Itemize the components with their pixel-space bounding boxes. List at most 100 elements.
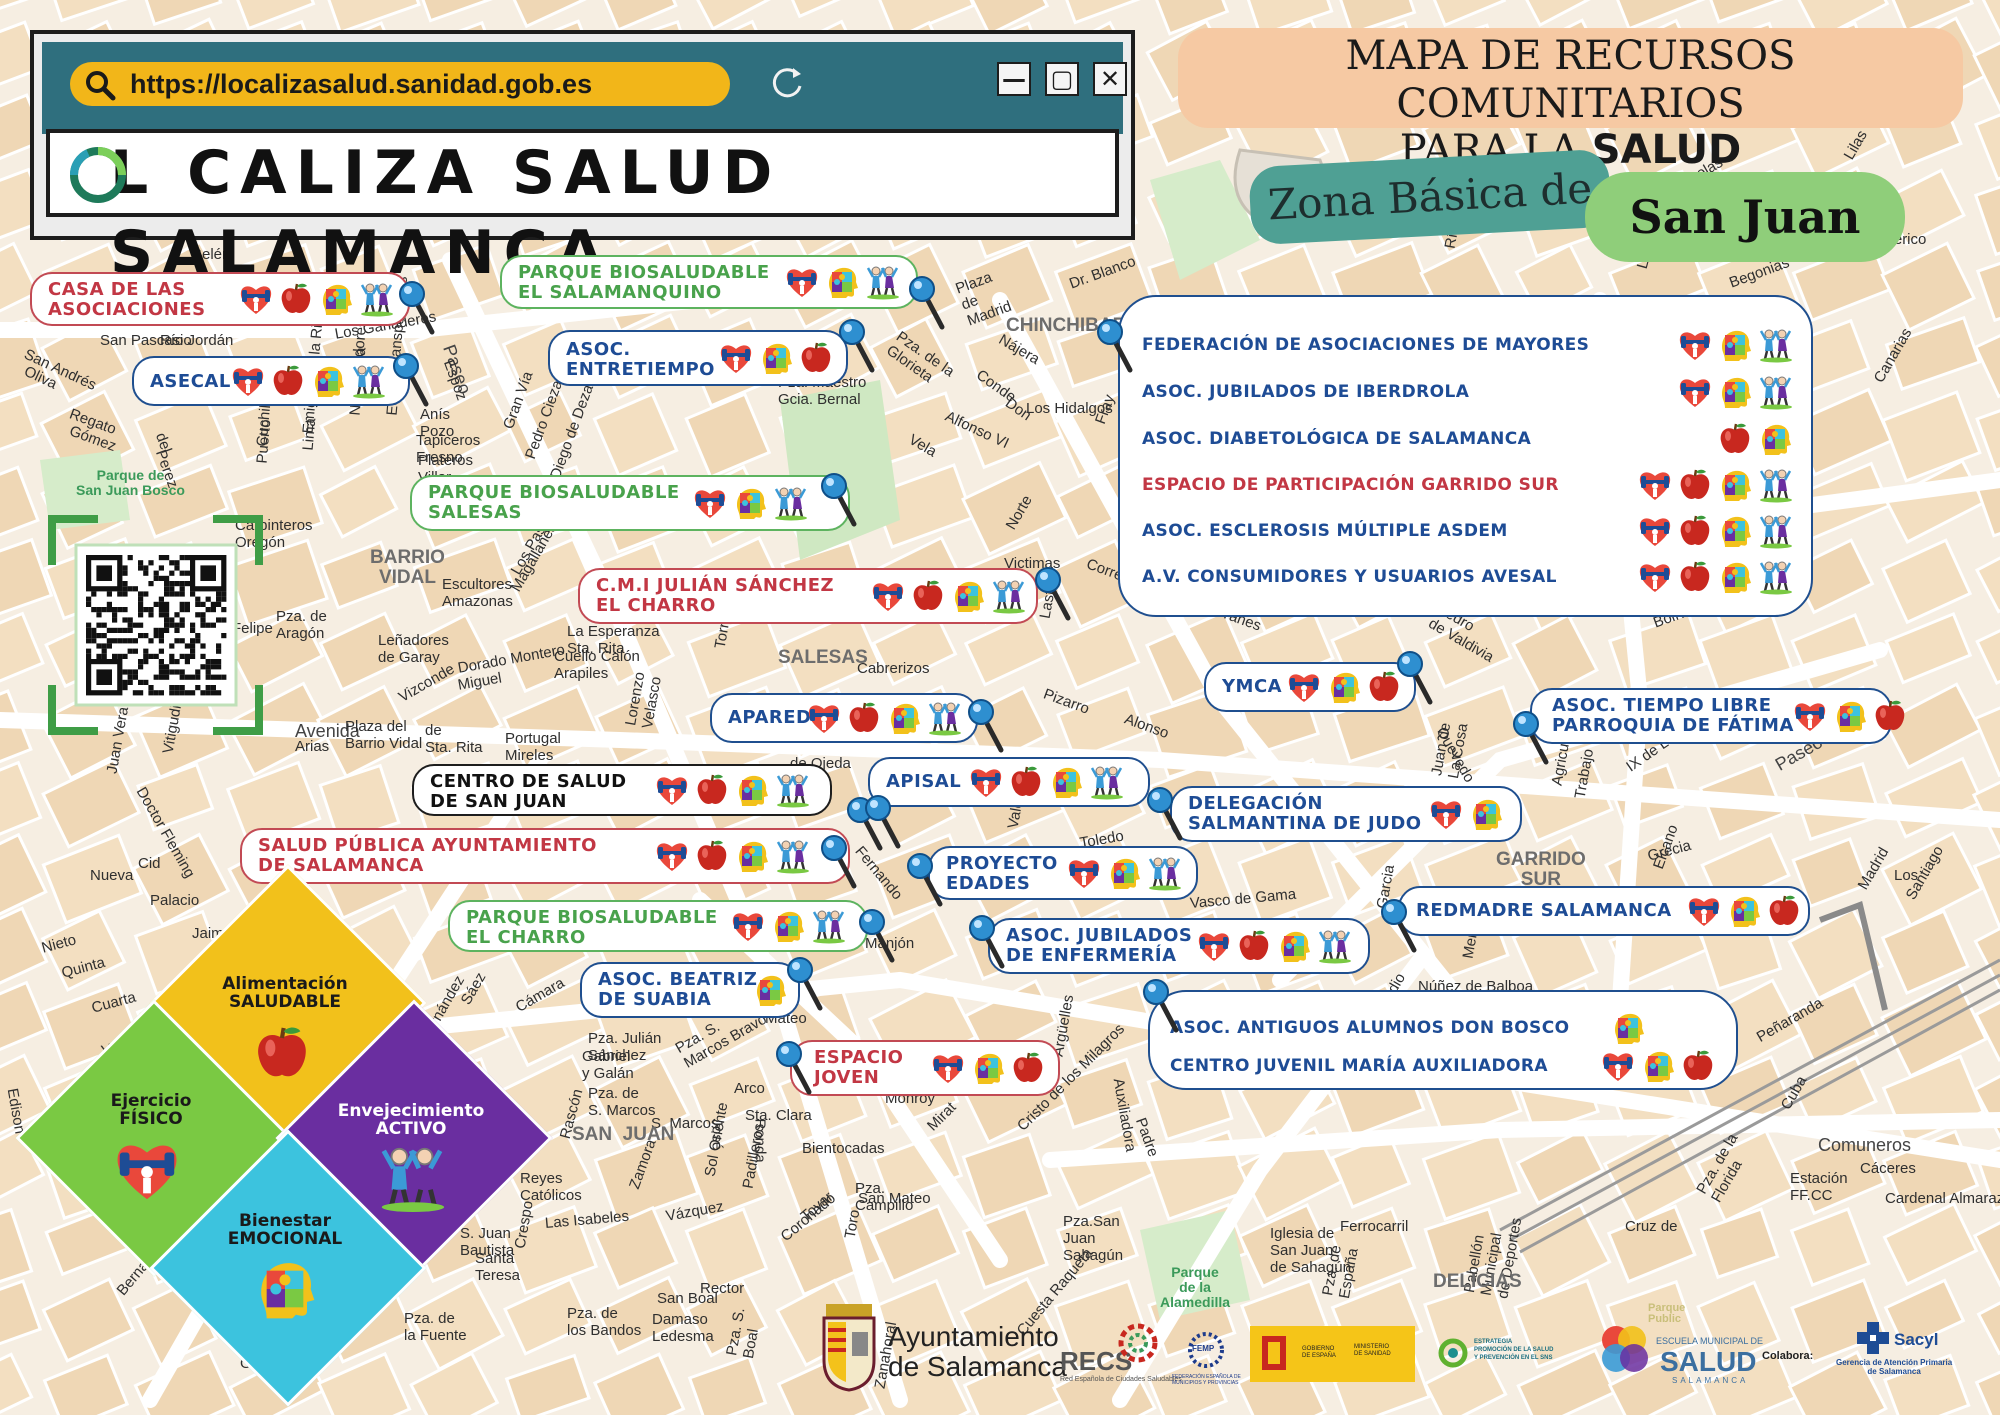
federation-entry[interactable]: FEDERACIÓN DE ASOCIACIONES DE MAYORES — [1142, 335, 1590, 355]
resource-tiempo-libre-fatima[interactable]: ASOC. TIEMPO LIBRE PARROQUIA DE FÁTIMA — [1530, 688, 1905, 744]
emotional-icon — [734, 772, 770, 808]
resource-proyecto-edades[interactable]: PROYECTO EDADES — [928, 846, 1198, 900]
street-label: de Garay — [378, 649, 440, 666]
food-icon — [1717, 421, 1753, 457]
map-pin-icon[interactable] — [1146, 786, 1192, 846]
district-label: BARRIO VIDAL — [370, 547, 445, 588]
exercise-icon — [692, 485, 728, 521]
legend-food-icon — [252, 1023, 312, 1087]
federation-entry[interactable]: A.V. CONSUMIDORES Y USUARIOS AVESAL — [1142, 567, 1557, 587]
map-pin-icon[interactable] — [864, 794, 910, 854]
resource-cmi-julian-sanchez[interactable]: C.M.I JULIÁN SÁNCHEZ EL CHARRO — [578, 568, 1038, 624]
map-pin-icon[interactable] — [398, 280, 444, 340]
map-pin-icon[interactable] — [1034, 566, 1080, 626]
district-label: DELICIAS — [1433, 1271, 1522, 1292]
federation-entry-icons — [1677, 327, 1793, 363]
sacyl-logo-icon — [1855, 1320, 1891, 1356]
federation-entry[interactable]: ASOC. DIABETOLÓGICA DE SALAMANCA — [1142, 429, 1532, 449]
exercise-icon — [1600, 1048, 1636, 1084]
map-pin-icon[interactable] — [1096, 318, 1142, 378]
map-pin-icon[interactable] — [908, 275, 954, 335]
address-bar[interactable]: https://localizasalud.sanidad.gob.es — [70, 62, 730, 106]
don-bosco-entry[interactable]: ASOC. ANTIGUOS ALUMNOS DON BOSCO — [1170, 1018, 1570, 1038]
resource-name: PARQUE BIOSALUDABLE EL CHARRO — [466, 907, 718, 948]
map-pin-icon[interactable] — [775, 1040, 821, 1100]
minimize-button[interactable]: — — [997, 62, 1031, 96]
resource-casa-asociaciones[interactable]: CASA DE LAS ASOCIACIONES — [30, 272, 410, 326]
emotional-icon — [770, 908, 806, 944]
resource-ymca[interactable]: YMCA — [1204, 662, 1416, 712]
resource-centro-salud-san-juan[interactable]: CENTRO DE SALUD DE SAN JUAN — [412, 764, 832, 816]
resource-name: PROYECTO EDADES — [946, 853, 1058, 894]
map-pin-icon[interactable] — [1512, 710, 1558, 770]
map-pin-icon[interactable] — [1142, 978, 1188, 1038]
district-label: SAN JUAN — [572, 1124, 675, 1145]
aging-icon — [1757, 327, 1793, 363]
resource-parque-salesas[interactable]: PARQUE BIOSALUDABLE SALESAS — [410, 475, 850, 531]
food-icon — [1010, 1050, 1046, 1086]
federation-entry[interactable]: ASOC. JUBILADOS DE IBERDROLA — [1142, 382, 1470, 402]
resource-jubilados-enfermeria[interactable]: ASOC. JUBILADOS DE ENFERMERÍA — [988, 918, 1370, 974]
federation-entry-icons — [1637, 559, 1793, 595]
swirl-logo-icon — [68, 145, 128, 205]
map-pin-icon[interactable] — [820, 472, 866, 532]
resource-espacio-joven[interactable]: ESPACIO JOVEN — [790, 1040, 1060, 1096]
exercise-icon — [930, 1050, 966, 1086]
resource-parque-charro[interactable]: PARQUE BIOSALUDABLE EL CHARRO — [448, 900, 868, 952]
food-icon — [270, 363, 306, 399]
park-label: Parque de la Alamedilla — [1160, 1264, 1231, 1310]
resource-name: PARQUE BIOSALUDABLE SALESAS — [428, 482, 680, 523]
district-label: SALESAS — [778, 647, 868, 668]
street-label: Río Jordán — [160, 332, 234, 349]
resource-apared[interactable]: APARED — [710, 693, 978, 743]
resource-apisal[interactable]: APISAL — [868, 757, 1150, 807]
aging-icon — [1757, 374, 1793, 410]
don-bosco-entry[interactable]: CENTRO JUVENIL MARÍA AUXILIADORA — [1170, 1056, 1548, 1076]
resource-judo[interactable]: DELEGACIÓN SALMANTINA DE JUDO — [1170, 786, 1522, 842]
map-pin-icon[interactable] — [968, 914, 1014, 974]
close-button[interactable]: ✕ — [1093, 62, 1127, 96]
street-label: Pozo — [420, 423, 455, 440]
maximize-button[interactable]: ▢ — [1045, 62, 1079, 96]
exercise-icon — [968, 764, 1004, 800]
food-icon — [1680, 1048, 1716, 1084]
map-pin-icon[interactable] — [1380, 898, 1426, 958]
sacyl-subtitle: Gerencia de Atención Primaria de Salaman… — [1836, 1358, 1953, 1376]
resource-beatriz-suabia[interactable]: ASOC. BEATRIZ DE SUABIA — [580, 962, 800, 1018]
exercise-icon — [1677, 374, 1713, 410]
street-label: S. Juan Bautista — [460, 1225, 515, 1259]
ayuntamiento-logo-text: Ayuntamiento de Salamanca — [888, 1321, 1068, 1382]
escuela-salud-logo-icon — [1598, 1320, 1652, 1376]
legend-food-label: Alimentación SALUDABLE — [222, 974, 348, 1012]
salamanca-coat-of-arms-icon — [820, 1300, 878, 1392]
resource-name: ESPACIO JOVEN — [814, 1047, 904, 1088]
reload-icon[interactable] — [767, 62, 807, 102]
map-pin-icon[interactable] — [786, 956, 832, 1016]
street-label: Bientocadas — [802, 1140, 885, 1157]
federation-entry[interactable]: ASOC. ESCLEROSIS MÚLTIPLE ASDEM — [1142, 521, 1508, 541]
resource-salud-publica[interactable]: SALUD PÚBLICA AYUNTAMIENTO DE SALAMANCA — [240, 828, 850, 884]
resource-redmadre[interactable]: REDMADRE SALAMANCA — [1398, 886, 1810, 936]
resource-name: APARED — [728, 707, 812, 728]
map-pin-icon[interactable] — [858, 908, 904, 968]
food-icon — [1677, 467, 1713, 503]
resource-parque-salamanquino[interactable]: PARQUE BIOSALUDABLE EL SALAMANQUINO — [500, 255, 918, 309]
map-pin-icon[interactable] — [906, 852, 952, 912]
qr-code[interactable] — [48, 515, 263, 735]
map-pin-icon[interactable] — [820, 834, 866, 894]
street-label: San Boal — [657, 1290, 718, 1307]
street-label: La Esperanza — [567, 623, 660, 640]
map-pin-icon[interactable] — [1396, 650, 1442, 710]
map-pin-icon[interactable] — [392, 352, 438, 412]
map-header: MAPA DE RECURSOS COMUNITARIOS PARA LA SA… — [1178, 28, 1963, 172]
escuela-salud-big: SALUD — [1660, 1346, 1757, 1377]
street-label: Arias — [295, 738, 330, 755]
map-pin-icon[interactable] — [838, 318, 884, 378]
resource-asecal[interactable]: ASECAL — [132, 356, 410, 406]
resource-entretiempo[interactable]: ASOC. ENTRETIEMPO — [548, 330, 848, 386]
map-pin-icon[interactable] — [967, 698, 1013, 758]
district-label: GARRIDO SUR — [1496, 849, 1586, 890]
emotional-icon — [950, 578, 986, 614]
street-label: Cáceres — [1860, 1160, 1916, 1177]
federation-entry[interactable]: ESPACIO DE PARTICIPACIÓN GARRIDO SUR — [1142, 475, 1559, 495]
